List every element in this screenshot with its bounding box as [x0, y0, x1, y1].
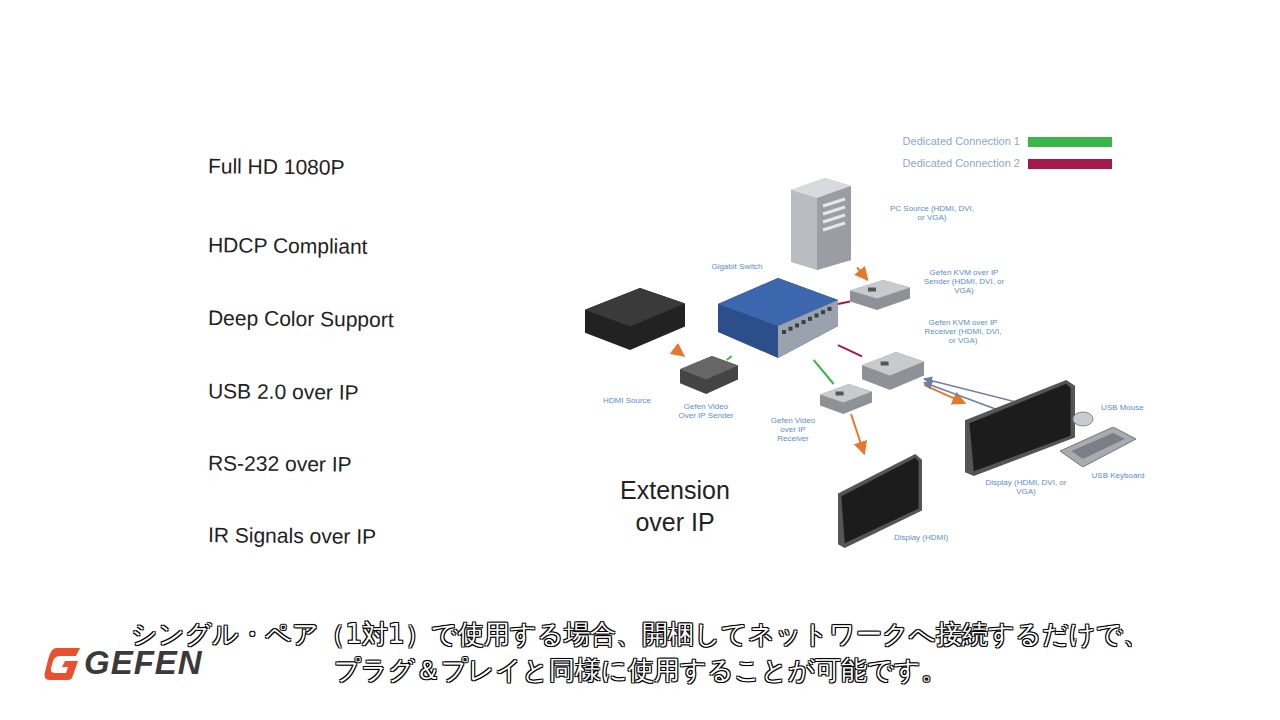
cable-connector	[838, 302, 850, 305]
darkgrey-illustration	[680, 356, 738, 394]
dark-device: HDMI Source	[585, 288, 685, 350]
device-label: Display (HDMI)	[880, 533, 962, 542]
device-label: Gefen Video Over IP Sender	[676, 402, 736, 420]
switch-device: Gigabit Switch	[718, 274, 838, 360]
darkgrey-device: Gefen Video Over IP Sender	[680, 356, 738, 394]
mouse-illustration	[1072, 410, 1094, 428]
cable-connector	[727, 356, 732, 360]
feature-text: Deep Color Support	[208, 306, 394, 332]
grey-device: Gefen KVM over IP Receiver (HDMI, DVI, o…	[862, 352, 924, 390]
switch-illustration	[718, 274, 838, 360]
device-label: USB Keyboard	[1082, 471, 1154, 480]
device-label: Gigabit Switch	[696, 262, 778, 271]
keyboard-device: USB Keyboard	[1060, 427, 1136, 467]
legend-swatch	[1028, 137, 1112, 147]
feature-text: RS-232 over IP	[208, 451, 352, 477]
diagram-title-text: Extension over IP	[600, 474, 750, 538]
tower-illustration	[785, 176, 857, 272]
cable-connector	[814, 360, 834, 384]
cable-connector	[676, 350, 684, 356]
device-label: Display (HDMI, DVI, or VGA)	[975, 478, 1077, 496]
cable-connector	[838, 345, 862, 356]
legend-swatch	[1028, 159, 1112, 169]
device-label: Gefen KVM over IP Sender (HDMI, DVI, or …	[918, 268, 1010, 296]
legend-text: Dedicated Connection 1	[903, 135, 1020, 147]
device-label: PC Source (HDMI, DVI, or VGA)	[886, 204, 978, 222]
cable-connector	[857, 267, 868, 280]
dark-illustration	[585, 288, 685, 350]
feature-text: IR Signals over IP	[208, 523, 376, 549]
device-label: USB Mouse	[1100, 403, 1152, 412]
grey-device: Gefen KVM over IP Sender (HDMI, DVI, or …	[850, 280, 910, 310]
display-device: Display (HDMI)	[838, 454, 922, 548]
grey-device: Gefen Video over IP Receiver	[820, 384, 872, 414]
grey-illustration	[850, 280, 910, 310]
legend-text: Dedicated Connection 2	[903, 157, 1020, 169]
logo-text: GEFEN	[84, 644, 203, 682]
device-label: HDMI Source	[596, 396, 658, 405]
grey-illustration	[820, 384, 872, 414]
device-label: Gefen Video over IP Receiver	[764, 416, 822, 444]
subtitle-caption: シングル・ペア（1対1）で使用する場合、開梱してネットワークへ接続するだけで、 …	[120, 616, 1160, 688]
device-label: Gefen KVM over IP Receiver (HDMI, DVI, o…	[920, 318, 1006, 346]
tower-device: PC Source (HDMI, DVI, or VGA)	[785, 176, 857, 272]
display-illustration	[965, 380, 1075, 476]
logo-icon	[44, 646, 84, 682]
keyboard-illustration	[1060, 427, 1136, 467]
feature-text: HDCP Compliant	[208, 233, 368, 259]
feature-text: USB 2.0 over IP	[208, 379, 359, 405]
cable-connector	[851, 414, 864, 454]
mouse-device: USB Mouse	[1072, 410, 1094, 428]
feature-text: Full HD 1080P	[208, 154, 345, 179]
display-device: Display (HDMI, DVI, or VGA)	[965, 380, 1075, 476]
grey-illustration	[862, 352, 924, 390]
